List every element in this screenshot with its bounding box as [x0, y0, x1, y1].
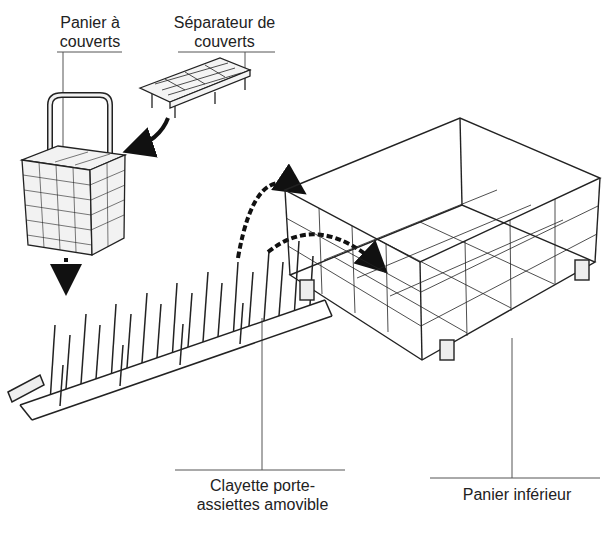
part-label: Clayette porte-assiettes amovible	[185, 476, 340, 514]
flow-arrow	[64, 258, 68, 288]
part-label: Séparateur de couverts	[162, 13, 287, 51]
lower-basket	[285, 118, 600, 360]
leader-lines	[57, 52, 600, 478]
plate-rack	[8, 241, 332, 420]
flow-arrow	[130, 118, 168, 150]
part-label: Panier à couverts	[40, 13, 140, 51]
part-label: Panier inférieur	[432, 485, 602, 504]
cutlery-basket	[22, 95, 125, 255]
cutlery-separator	[140, 58, 250, 118]
